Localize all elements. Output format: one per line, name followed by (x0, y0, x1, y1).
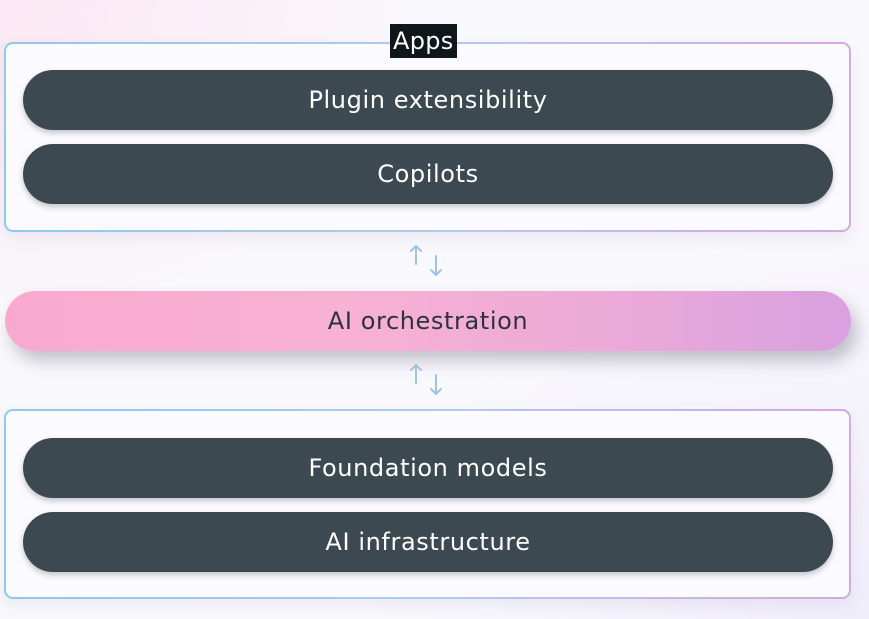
apps-label: Apps (390, 24, 457, 58)
plugin-extensibility-layer: Plugin extensibility (23, 70, 833, 130)
ai-infrastructure-layer: AI infrastructure (23, 512, 833, 572)
copilots-layer: Copilots (23, 144, 833, 204)
bidirectional-arrows-icon (410, 364, 442, 395)
foundation-models-layer: Foundation models (23, 438, 833, 498)
ai-orchestration-layer: AI orchestration (5, 291, 851, 351)
bidirectional-arrows-icon (410, 245, 442, 276)
